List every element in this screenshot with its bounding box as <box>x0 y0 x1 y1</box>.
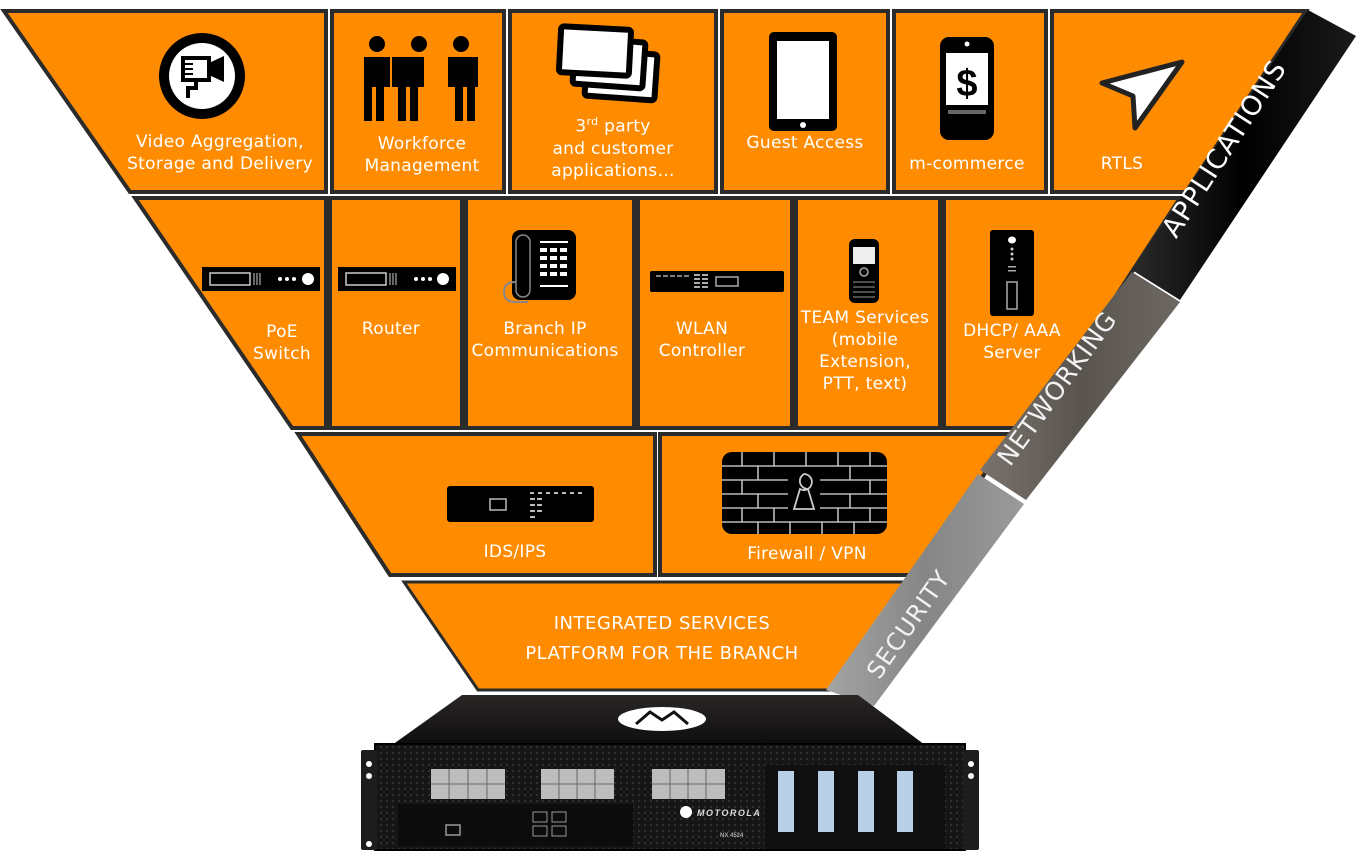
router-device-icon <box>338 267 456 291</box>
tile-video-aggregation[interactable] <box>0 9 328 194</box>
tile-wlan-controller[interactable] <box>636 196 794 430</box>
phone-dollar-icon: $ <box>940 37 994 140</box>
platform-title: INTEGRATED SERVICES PLATFORM FOR THE BRA… <box>525 613 799 664</box>
people-group-icon <box>364 36 478 121</box>
tile-poe-switch[interactable] <box>131 196 328 430</box>
label-m-commerce: m-commerce <box>909 154 1025 174</box>
label-video-aggregation: Video Aggregation, Storage and Delivery <box>127 132 313 174</box>
device-brand: MOTOROLA <box>697 808 761 818</box>
device-model: NX 4524 <box>720 833 744 839</box>
label-third-party-rest: party and customer applications… <box>551 116 675 181</box>
label-third-party-prefix: 3 <box>575 116 587 137</box>
video-camera-icon <box>159 33 245 119</box>
integrated-services-platform-device: MOTOROLA NX 4524 <box>361 695 979 851</box>
label-third-party-apps: 3rd party and customer applications… <box>510 111 716 182</box>
label-wlan-controller: WLAN Controller <box>658 319 746 361</box>
label-firewall-vpn: Firewall / VPN <box>747 544 867 564</box>
label-team-services: TEAM Services (mobile Extension, PTT, te… <box>800 308 930 394</box>
label-third-party-sup: rd <box>586 115 599 128</box>
label-poe-switch: PoE Switch <box>252 322 311 364</box>
label-workforce-management: Workforce Management <box>364 134 480 176</box>
networking-row <box>131 196 1184 430</box>
tile-team-services[interactable] <box>794 196 942 430</box>
band-networking[interactable] <box>980 272 1180 500</box>
stacked-windows-icon <box>555 23 661 104</box>
security-row <box>294 432 1014 577</box>
band-security[interactable] <box>826 474 1024 706</box>
side-bands <box>826 10 1356 706</box>
label-guest-access: Guest Access <box>746 133 864 153</box>
band-applications[interactable] <box>1132 10 1356 300</box>
tile-router[interactable] <box>328 196 464 430</box>
label-branch-ip: Branch IP Communications <box>471 319 619 361</box>
tower-server-icon <box>990 230 1034 316</box>
label-ids-ips: IDS/IPS <box>483 542 547 562</box>
brick-wall-keyhole-icon <box>722 452 887 534</box>
tablet-icon <box>769 32 837 131</box>
location-arrow-icon <box>1099 59 1185 131</box>
mobile-phone-icon <box>849 239 879 303</box>
wlan-controller-icon <box>650 271 784 292</box>
label-dhcp-aaa: DHCP/ AAA Server <box>963 321 1061 363</box>
ids-appliance-icon <box>447 486 594 522</box>
switch-device-icon <box>202 267 320 291</box>
desk-phone-icon <box>502 230 576 303</box>
label-router: Router <box>361 319 421 339</box>
label-rtls: RTLS <box>1100 154 1144 174</box>
svg-text:$: $ <box>956 63 977 105</box>
